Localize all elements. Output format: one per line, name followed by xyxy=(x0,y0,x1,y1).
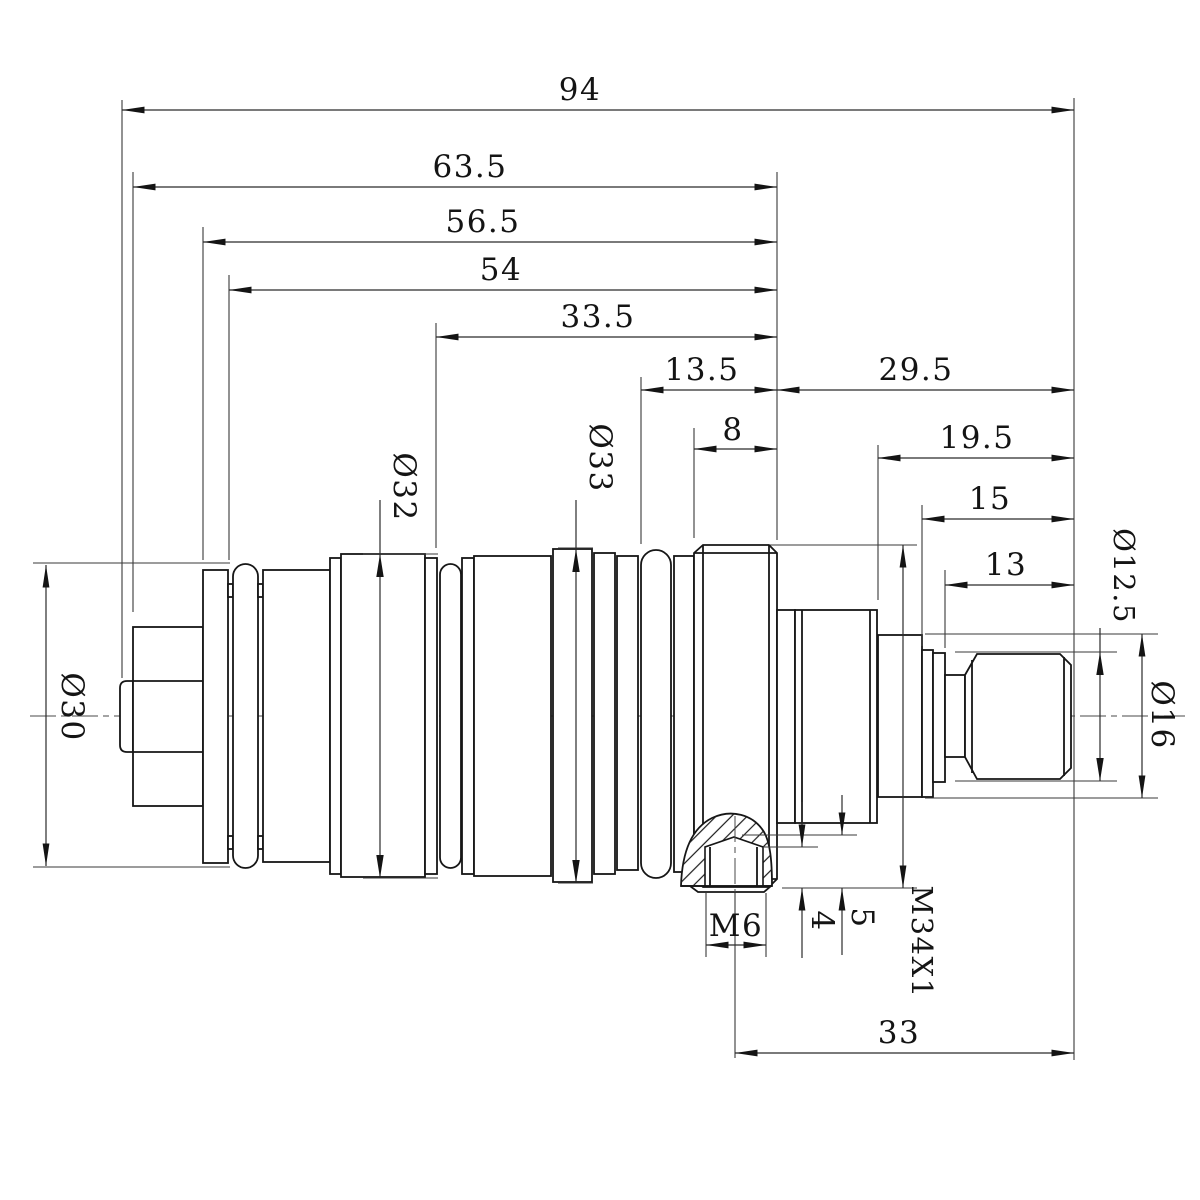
adjustment-gear-wheel xyxy=(794,609,878,824)
end-cap xyxy=(132,626,204,807)
dim-label-overall-length: 94 xyxy=(559,72,601,108)
dim-line-dia12-5 xyxy=(1096,628,1104,781)
dim-label-m34x1: M34X1 xyxy=(905,885,939,998)
dim-label-dia32: Ø32 xyxy=(386,452,422,521)
hex-socket xyxy=(704,836,764,887)
dim-line-dia32 xyxy=(376,500,384,878)
dim-label-4: 4 xyxy=(804,910,840,931)
o-ring-seal-2 xyxy=(439,563,462,869)
dim-label-5: 5 xyxy=(844,907,880,928)
stem-shaft xyxy=(944,674,966,758)
filter-screen-left xyxy=(340,553,426,878)
dim-label-15: 15 xyxy=(969,481,1011,517)
dim-label-29-5: 29.5 xyxy=(878,352,953,388)
filter-screen-right xyxy=(473,555,552,877)
dimension-annotations: 94 63.5 56.5 54 33.5 13.5 29.5 8 19.5 15… xyxy=(33,72,1180,1060)
dim-label-dia16: Ø16 xyxy=(1144,680,1180,749)
dim-label-13-5: 13.5 xyxy=(664,352,739,388)
dim-label-33: 33 xyxy=(878,1015,920,1051)
dim-label-54: 54 xyxy=(480,252,522,288)
body-plate xyxy=(202,569,229,864)
dim-label-8: 8 xyxy=(722,412,743,448)
o-ring-seal xyxy=(232,563,259,869)
dim-line-dia33 xyxy=(572,500,580,883)
dim-label-13: 13 xyxy=(985,547,1027,583)
dim-label-19-5: 19.5 xyxy=(939,420,1014,456)
dim-label-56-5: 56.5 xyxy=(445,204,520,240)
collar-dia16 xyxy=(877,634,923,798)
splined-spindle xyxy=(964,653,1072,780)
dim-label-dia33: Ø33 xyxy=(582,423,618,492)
dim-label-33-5: 33.5 xyxy=(560,299,635,335)
dim-label-m6: M6 xyxy=(709,908,763,944)
dim-label-dia30: Ø30 xyxy=(54,672,90,741)
dim-label-63-5: 63.5 xyxy=(432,149,507,185)
dim-label-dia12-5: Ø12.5 xyxy=(1107,528,1141,624)
left-nub xyxy=(119,680,134,753)
part-geometry xyxy=(30,544,1185,893)
o-ring-seal-3 xyxy=(640,549,672,879)
flange-ring xyxy=(552,548,593,883)
body-section xyxy=(262,569,331,863)
